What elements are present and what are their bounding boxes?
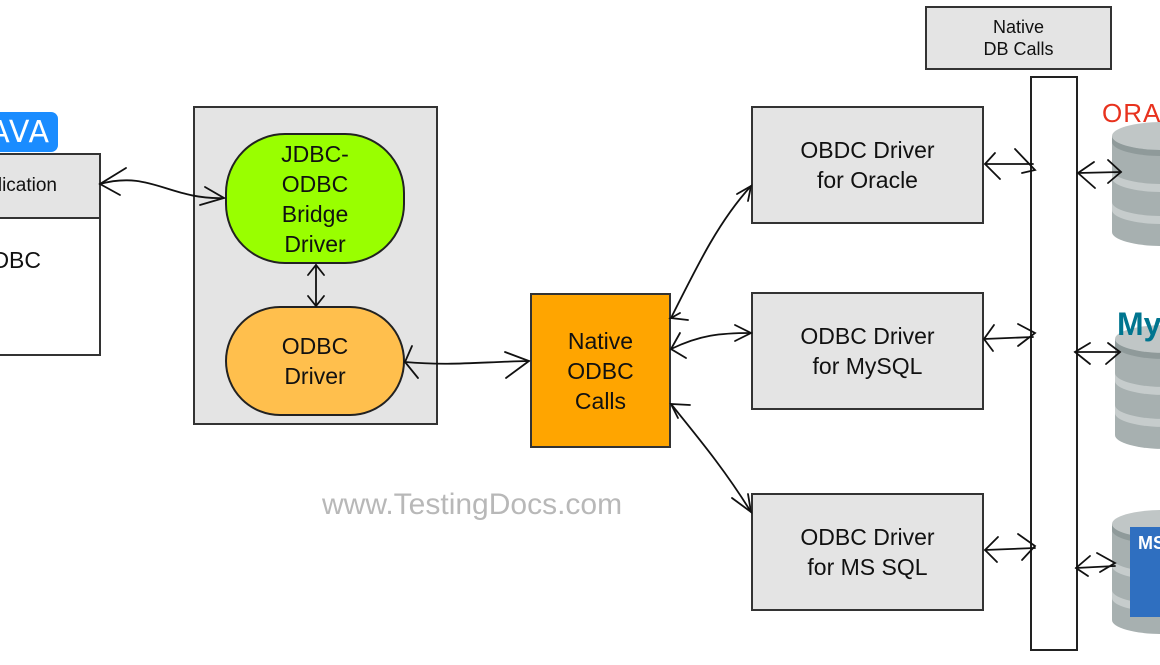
java-logo-text: JAVA xyxy=(0,114,50,150)
arrow-bus-to-oracle-db xyxy=(1076,159,1123,189)
arrow-native-to-mysql xyxy=(669,324,754,359)
java-logo: JAVA xyxy=(0,112,58,152)
jdbc-api-label: JDBC xyxy=(0,247,41,273)
arrow-oracle-driver-to-bus xyxy=(983,148,1037,180)
native-db-calls-bus xyxy=(1030,76,1078,651)
arrow-mssql-driver-to-bus xyxy=(983,533,1037,563)
arrow-native-to-oracle xyxy=(668,184,753,321)
jdbc-odbc-bridge-driver-node: JDBC- ODBC Bridge Driver xyxy=(225,133,405,264)
java-application-header: Application xyxy=(0,155,99,219)
arrow-bus-to-mysql-db xyxy=(1073,342,1122,365)
odbc-driver-node: ODBC Driver xyxy=(225,306,405,416)
java-application-box: Application JDBC xyxy=(0,153,101,356)
oracle-database-icon xyxy=(1112,122,1160,246)
mysql-database-icon xyxy=(1115,325,1160,449)
native-odbc-calls-node: Native ODBC Calls xyxy=(530,293,671,448)
arrow-bus-to-mssql-db xyxy=(1074,552,1117,577)
oracle-driver-node: OBDC Driver for Oracle xyxy=(751,106,984,224)
mysql-logo: My xyxy=(1117,306,1160,342)
native-db-calls-label: Native DB Calls xyxy=(925,6,1112,70)
mssql-driver-node: ODBC Driver for MS SQL xyxy=(751,493,984,611)
mysql-driver-node: ODBC Driver for MySQL xyxy=(751,292,984,410)
mssql-logo: MS xyxy=(1130,527,1160,617)
oracle-logo: ORA xyxy=(1102,98,1160,128)
arrow-mysql-driver-to-bus xyxy=(982,323,1037,352)
watermark: www.TestingDocs.com xyxy=(322,488,623,521)
arrow-native-to-mssql xyxy=(669,403,753,515)
